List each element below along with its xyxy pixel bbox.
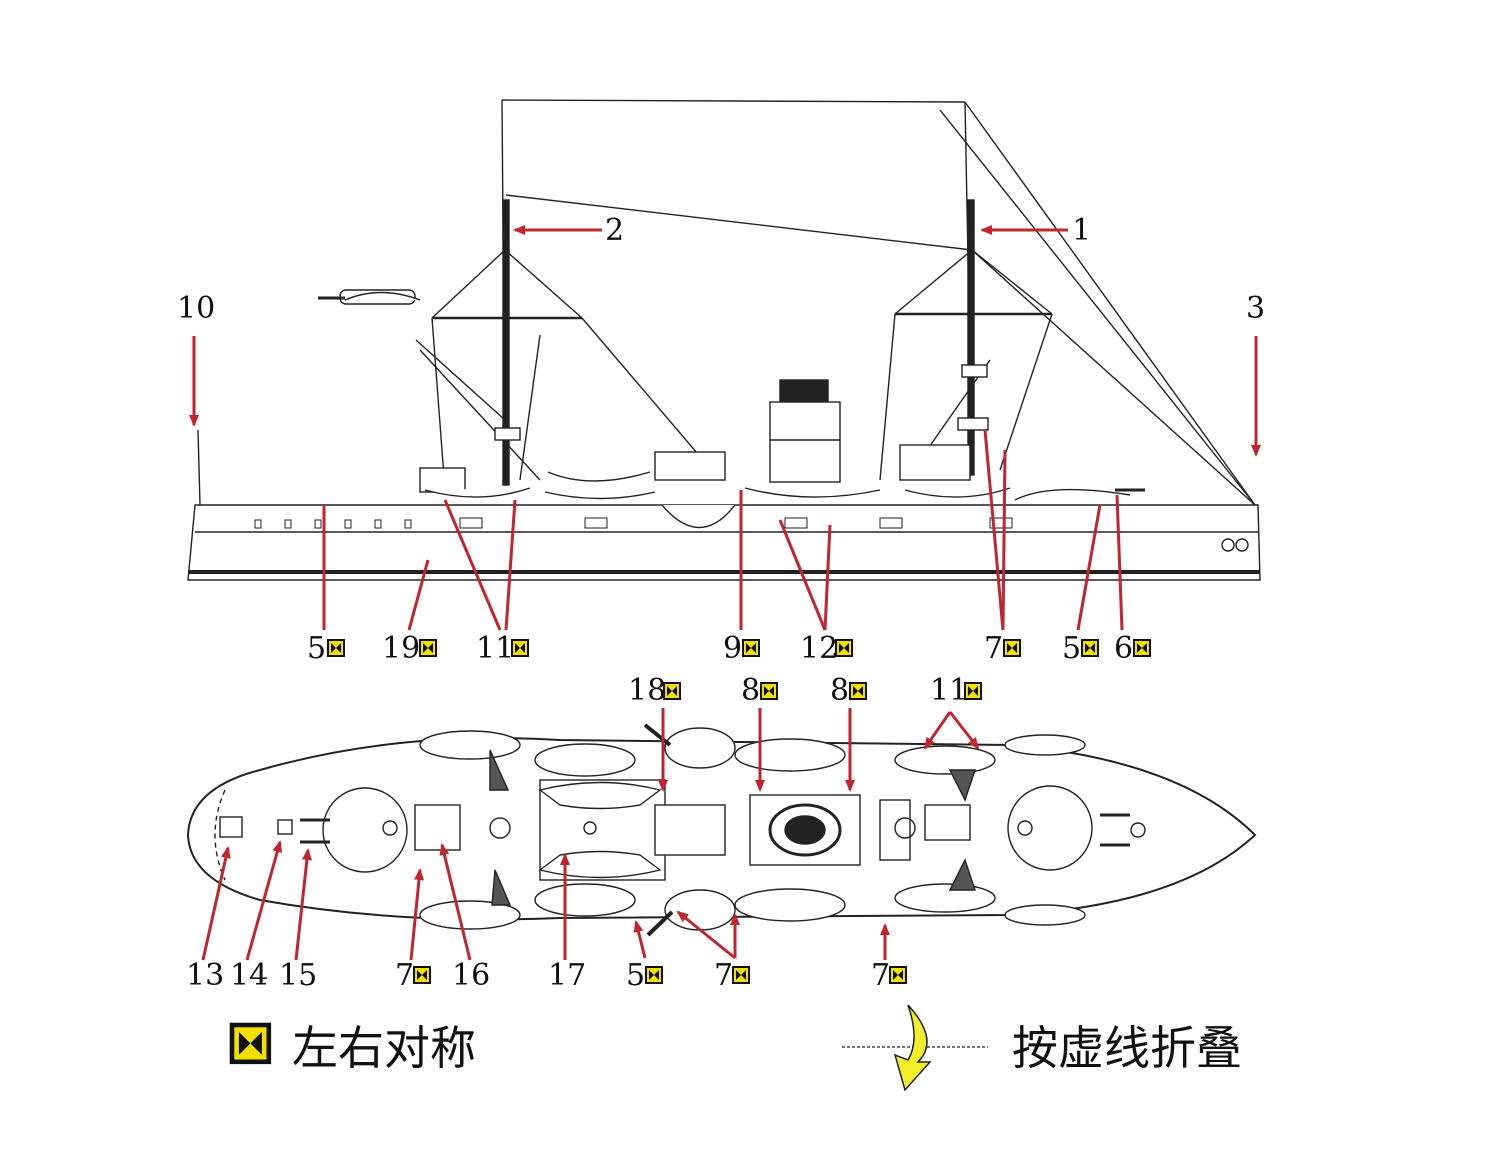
top-label-7a: 7 — [395, 958, 414, 993]
symmetric-mark-icon — [835, 639, 853, 657]
top-label-14: 14 — [230, 958, 268, 993]
top-view-labels: 18 8 8 11 13 14 15 7 16 17 5 7 7 — [186, 673, 982, 993]
side-label-10: 10 — [177, 291, 215, 326]
top-view-leaders — [201, 708, 980, 961]
top-label-16: 16 — [452, 958, 490, 993]
side-label-1: 1 — [1072, 213, 1091, 248]
side-label-2: 2 — [605, 213, 624, 248]
symmetric-mark-icon — [1081, 639, 1099, 657]
side-label-3: 3 — [1246, 291, 1265, 326]
symmetric-mark-icon — [964, 682, 982, 700]
fold-arrow-icon — [893, 1004, 932, 1092]
side-label-12: 12 — [800, 631, 838, 666]
symmetric-mark-icon — [760, 682, 778, 700]
side-view-leaders — [189, 225, 1261, 631]
top-label-5: 5 — [626, 958, 645, 993]
symmetric-mark-icon — [419, 639, 437, 657]
symmetric-mark-icon — [645, 966, 663, 984]
side-label-5b: 5 — [1062, 631, 1081, 666]
symmetric-legend-label: 左右对称 — [292, 1021, 476, 1075]
top-label-8b: 8 — [830, 673, 849, 708]
symmetric-mark-icon — [1003, 639, 1021, 657]
side-view-labels: 1 2 3 10 5 19 11 9 12 7 5 6 — [177, 213, 1265, 666]
symmetric-mark-icon — [511, 639, 529, 657]
legend — [232, 1004, 988, 1092]
side-label-5a: 5 — [307, 631, 326, 666]
side-label-19: 19 — [382, 631, 420, 666]
top-view — [186, 723, 1257, 937]
side-label-6: 6 — [1114, 631, 1133, 666]
top-label-11: 11 — [930, 673, 968, 708]
top-label-7b: 7 — [714, 958, 733, 993]
top-label-18: 18 — [628, 673, 666, 708]
fold-legend-label: 按虚线折叠 — [1012, 1021, 1242, 1075]
symmetric-mark-icon — [663, 682, 681, 700]
symmetric-mark-icon — [849, 682, 867, 700]
symmetric-mark-icon — [1133, 639, 1151, 657]
top-label-17: 17 — [548, 958, 586, 993]
top-label-7c: 7 — [871, 958, 890, 993]
top-label-15: 15 — [279, 958, 317, 993]
side-label-9: 9 — [723, 631, 742, 666]
top-label-13: 13 — [186, 958, 224, 993]
symmetric-mark-icon — [327, 639, 345, 657]
top-label-8a: 8 — [741, 673, 760, 708]
symmetric-mark-icon — [232, 1025, 269, 1062]
side-label-7: 7 — [984, 631, 1003, 666]
symmetric-mark-icon — [889, 966, 907, 984]
symmetric-mark-icon — [413, 966, 431, 984]
side-label-11: 11 — [476, 631, 514, 666]
symmetric-mark-icon — [732, 966, 750, 984]
symmetric-mark-icon — [742, 639, 760, 657]
